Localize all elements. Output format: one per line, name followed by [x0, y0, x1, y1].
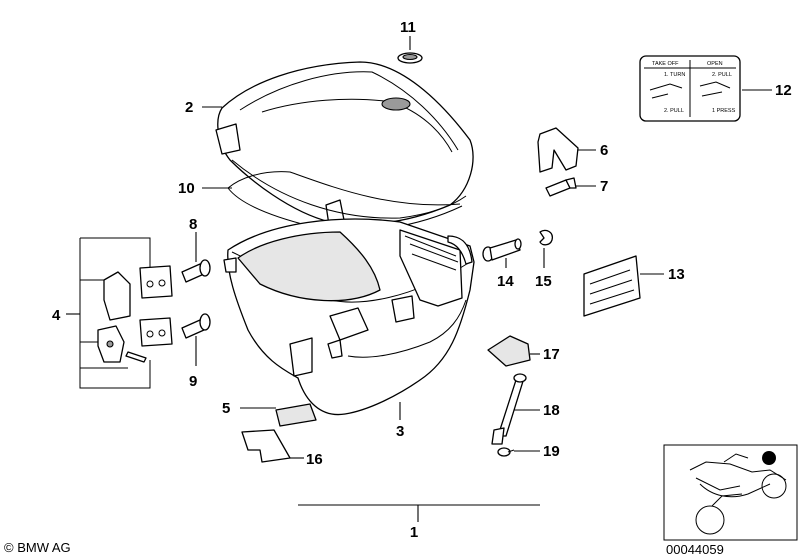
sticker-left-step2: 2. PULL	[664, 108, 684, 114]
label-7: 7	[600, 178, 608, 195]
label-3: 3	[396, 423, 404, 440]
diagram-id: 00044059	[666, 542, 724, 557]
label-8: 8	[189, 216, 197, 233]
label-17: 17	[543, 346, 560, 363]
motorcycle-thumbnail	[663, 444, 798, 541]
small-bolt-part	[545, 177, 577, 197]
label-11: 11	[400, 19, 416, 36]
strut-part	[491, 373, 527, 445]
label-5: 5	[222, 400, 230, 417]
case-body-part	[223, 218, 475, 416]
label-1: 1	[410, 524, 418, 541]
label-13: 13	[668, 266, 685, 283]
screw-part	[497, 447, 515, 457]
bolt-upper-part	[181, 259, 211, 283]
pin-part	[482, 238, 522, 262]
holder-part	[241, 429, 291, 463]
cap-part	[397, 52, 423, 64]
pad-part	[487, 335, 531, 367]
bolt-lower-part	[181, 313, 211, 339]
location-marker-icon	[762, 451, 776, 465]
label-18: 18	[543, 402, 560, 419]
leader-lines	[66, 36, 772, 522]
label-12: 12	[775, 82, 792, 99]
label-6: 6	[600, 142, 608, 159]
instruction-sticker: TAKE OFF OPEN 1. TURN 2. PULL 2. PULL 1 …	[639, 55, 741, 122]
hinge-assembly	[79, 237, 173, 389]
label-4: 4	[52, 307, 61, 324]
sticker-left-header: TAKE OFF	[652, 61, 679, 67]
label-16: 16	[306, 451, 323, 468]
sticker-right-step2: 1 PRESS	[712, 108, 736, 114]
label-14: 14	[497, 273, 514, 290]
label-9: 9	[189, 373, 197, 390]
label-15: 15	[535, 273, 552, 290]
flat-pad-part	[275, 403, 317, 427]
reflector-part	[583, 255, 641, 317]
lid-part	[215, 61, 474, 233]
copyright-text: © BMW AG	[4, 540, 71, 555]
label-2: 2	[185, 99, 193, 116]
label-10: 10	[178, 180, 195, 197]
clip-part	[539, 229, 553, 246]
sticker-right-step1: 2. PULL	[712, 72, 732, 78]
sticker-left-step1: 1. TURN	[664, 72, 685, 78]
sticker-right-header: OPEN	[707, 61, 723, 67]
bracket-part	[537, 127, 579, 173]
label-19: 19	[543, 443, 560, 460]
